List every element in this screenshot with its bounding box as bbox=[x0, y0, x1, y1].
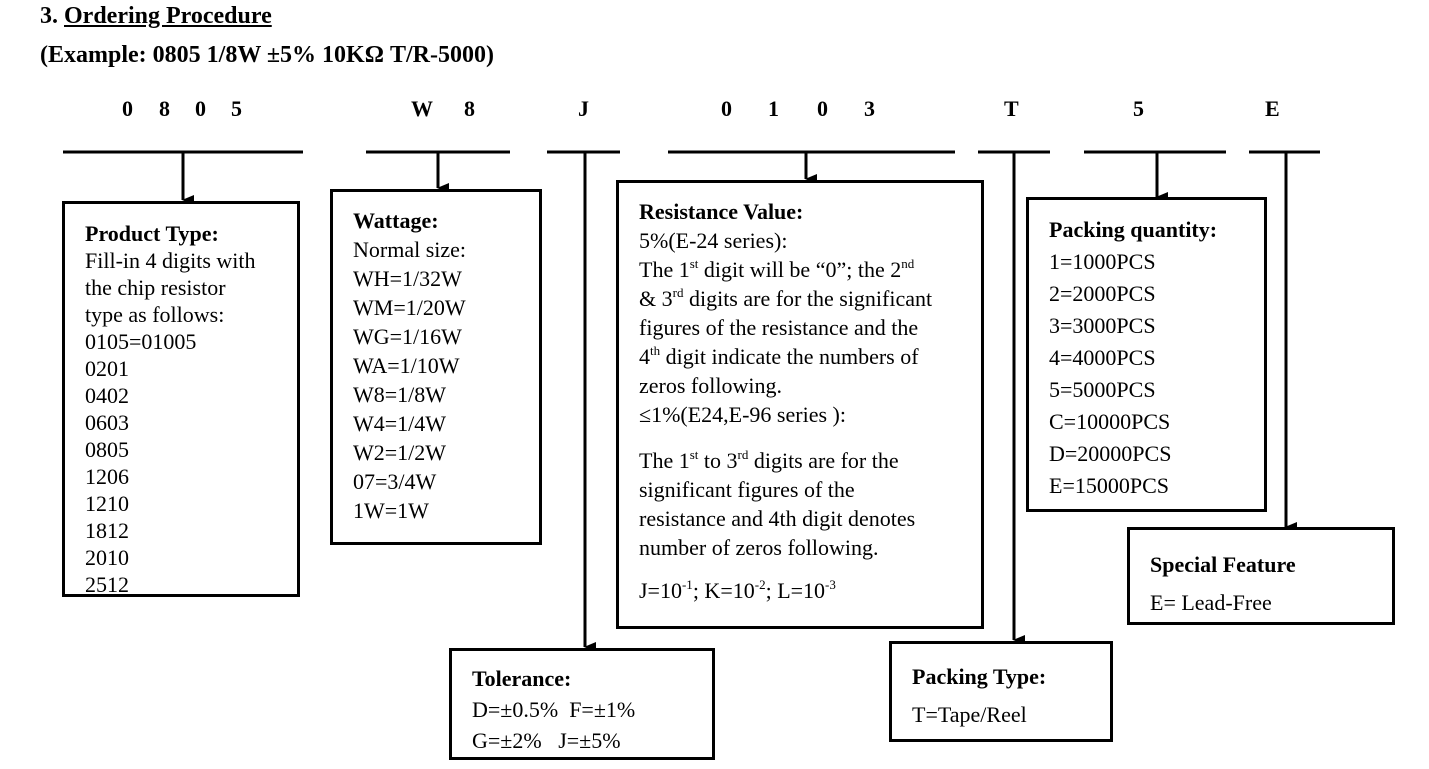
special-feature-box: Special Feature E= Lead-Free bbox=[1127, 527, 1395, 625]
resistance-line: figures of the resistance and the bbox=[639, 315, 919, 340]
packing-quantity-title: Packing quantity: bbox=[1049, 217, 1218, 242]
resistance-box: Resistance Value: 5%(E-24 series): The 1… bbox=[616, 180, 984, 629]
packing-quantity-line: 1=1000PCS bbox=[1049, 249, 1156, 274]
resistance-line: significant figures of the bbox=[639, 477, 855, 502]
resistance-series-1pct: ≤1%(E24,E-96 series ): bbox=[639, 402, 846, 427]
wattage-line: WM=1/20W bbox=[353, 295, 466, 320]
resistance-series-5pct: 5%(E-24 series): bbox=[639, 228, 788, 253]
product-type-line: 1206 bbox=[85, 464, 129, 489]
wattage-line: WA=1/10W bbox=[353, 353, 460, 378]
wattage-box: Wattage: Normal size: WH=1/32W WM=1/20W … bbox=[330, 189, 542, 545]
wattage-line: WH=1/32W bbox=[353, 266, 462, 291]
code-digit: E bbox=[1265, 96, 1280, 121]
wattage-line: 1W=1W bbox=[353, 498, 429, 523]
code-digit: 0 bbox=[195, 96, 206, 121]
packing-quantity-line: 5=5000PCS bbox=[1049, 377, 1156, 402]
product-type-line: 1210 bbox=[85, 491, 129, 516]
wattage-line: W4=1/4W bbox=[353, 411, 447, 436]
product-type-line: 0201 bbox=[85, 356, 129, 381]
packing-quantity-line: D=20000PCS bbox=[1049, 441, 1172, 466]
resistance-line: zeros following. bbox=[639, 373, 782, 398]
packing-quantity-box: Packing quantity: 1=1000PCS 2=2000PCS 3=… bbox=[1026, 197, 1267, 512]
special-feature-title: Special Feature bbox=[1150, 552, 1296, 577]
special-feature-line: E= Lead-Free bbox=[1150, 590, 1272, 615]
packing-quantity-line: 3=3000PCS bbox=[1049, 313, 1156, 338]
section-heading: 3. Ordering Procedure bbox=[40, 3, 272, 30]
code-digit: 3 bbox=[864, 96, 875, 121]
section-title: Ordering Procedure bbox=[64, 3, 272, 29]
resistance-multipliers: J=10-1; K=10-2; L=10-3 bbox=[639, 576, 836, 603]
code-digit: 5 bbox=[1133, 96, 1144, 121]
resistance-title: Resistance Value: bbox=[639, 199, 804, 224]
product-type-line: 0402 bbox=[85, 383, 129, 408]
product-type-line: 0105=01005 bbox=[85, 329, 197, 354]
product-type-line: 0805 bbox=[85, 437, 129, 462]
tolerance-line: G=±2% J=±5% bbox=[472, 728, 621, 753]
product-type-line: type as follows: bbox=[85, 302, 225, 327]
code-digit: 8 bbox=[159, 96, 170, 121]
code-digit: 0 bbox=[817, 96, 828, 121]
product-type-line: 0603 bbox=[85, 410, 129, 435]
product-type-line: 2010 bbox=[85, 545, 129, 570]
code-digit: W bbox=[411, 96, 433, 121]
resistance-line: The 1st digit will be “0”; the 2nd bbox=[639, 255, 915, 282]
section-number: 3. bbox=[40, 3, 58, 29]
tolerance-line: D=±0.5% F=±1% bbox=[472, 697, 636, 722]
example-text: (Example: 0805 1/8W ±5% 10KΩ T/R-5000) bbox=[40, 42, 494, 68]
product-type-title: Product Type: bbox=[85, 221, 219, 246]
code-digit: 5 bbox=[231, 96, 242, 121]
code-digit: T bbox=[1004, 96, 1019, 121]
packing-quantity-line: 4=4000PCS bbox=[1049, 345, 1156, 370]
packing-quantity-line: E=15000PCS bbox=[1049, 473, 1169, 498]
code-digit: 0 bbox=[721, 96, 732, 121]
code-digit: 0 bbox=[122, 96, 133, 121]
wattage-line: WG=1/16W bbox=[353, 324, 462, 349]
packing-type-line: T=Tape/Reel bbox=[912, 702, 1027, 727]
code-digit: J bbox=[578, 96, 589, 121]
resistance-line: & 3rd digits are for the significant bbox=[639, 284, 933, 311]
tolerance-box: Tolerance: D=±0.5% F=±1% G=±2% J=±5% bbox=[449, 648, 715, 760]
product-type-line: the chip resistor bbox=[85, 275, 226, 300]
product-type-line: Fill-in 4 digits with bbox=[85, 248, 256, 273]
code-digit: 8 bbox=[464, 96, 475, 121]
product-type-line: 1812 bbox=[85, 518, 129, 543]
product-type-line: 2512 bbox=[85, 572, 129, 597]
tolerance-title: Tolerance: bbox=[472, 666, 572, 691]
packing-quantity-line: C=10000PCS bbox=[1049, 409, 1171, 434]
resistance-line: number of zeros following. bbox=[639, 535, 879, 560]
product-type-box: Product Type: Fill-in 4 digits with the … bbox=[62, 201, 300, 597]
resistance-line: The 1st to 3rd digits are for the bbox=[639, 446, 899, 473]
code-digit: 1 bbox=[768, 96, 779, 121]
wattage-line: W8=1/8W bbox=[353, 382, 447, 407]
wattage-title: Wattage: bbox=[353, 208, 439, 233]
packing-quantity-line: 2=2000PCS bbox=[1049, 281, 1156, 306]
resistance-line: resistance and 4th digit denotes bbox=[639, 506, 916, 531]
wattage-line: Normal size: bbox=[353, 237, 467, 262]
resistance-line: 4th digit indicate the numbers of bbox=[639, 342, 919, 369]
packing-type-box: Packing Type: T=Tape/Reel bbox=[889, 641, 1113, 742]
wattage-line: 07=3/4W bbox=[353, 469, 437, 494]
wattage-line: W2=1/2W bbox=[353, 440, 447, 465]
packing-type-title: Packing Type: bbox=[912, 664, 1047, 689]
